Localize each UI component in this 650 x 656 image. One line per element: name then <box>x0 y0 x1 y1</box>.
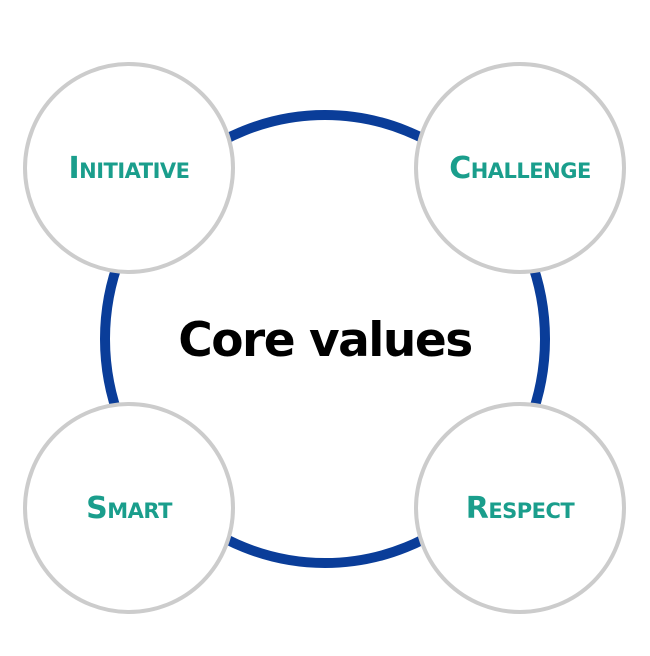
core-values-ring <box>100 110 550 568</box>
value-label-smart: Smart <box>86 490 172 526</box>
value-label-challenge: Challenge <box>449 150 591 186</box>
value-label-initiative: Initiative <box>68 150 190 186</box>
value-label-respect: Respect <box>465 490 575 526</box>
value-node-challenge: Challenge <box>414 62 626 274</box>
value-node-respect: Respect <box>414 402 626 614</box>
value-node-initiative: Initiative <box>23 62 235 274</box>
core-values-title: Core values <box>178 312 473 368</box>
value-node-smart: Smart <box>23 402 235 614</box>
